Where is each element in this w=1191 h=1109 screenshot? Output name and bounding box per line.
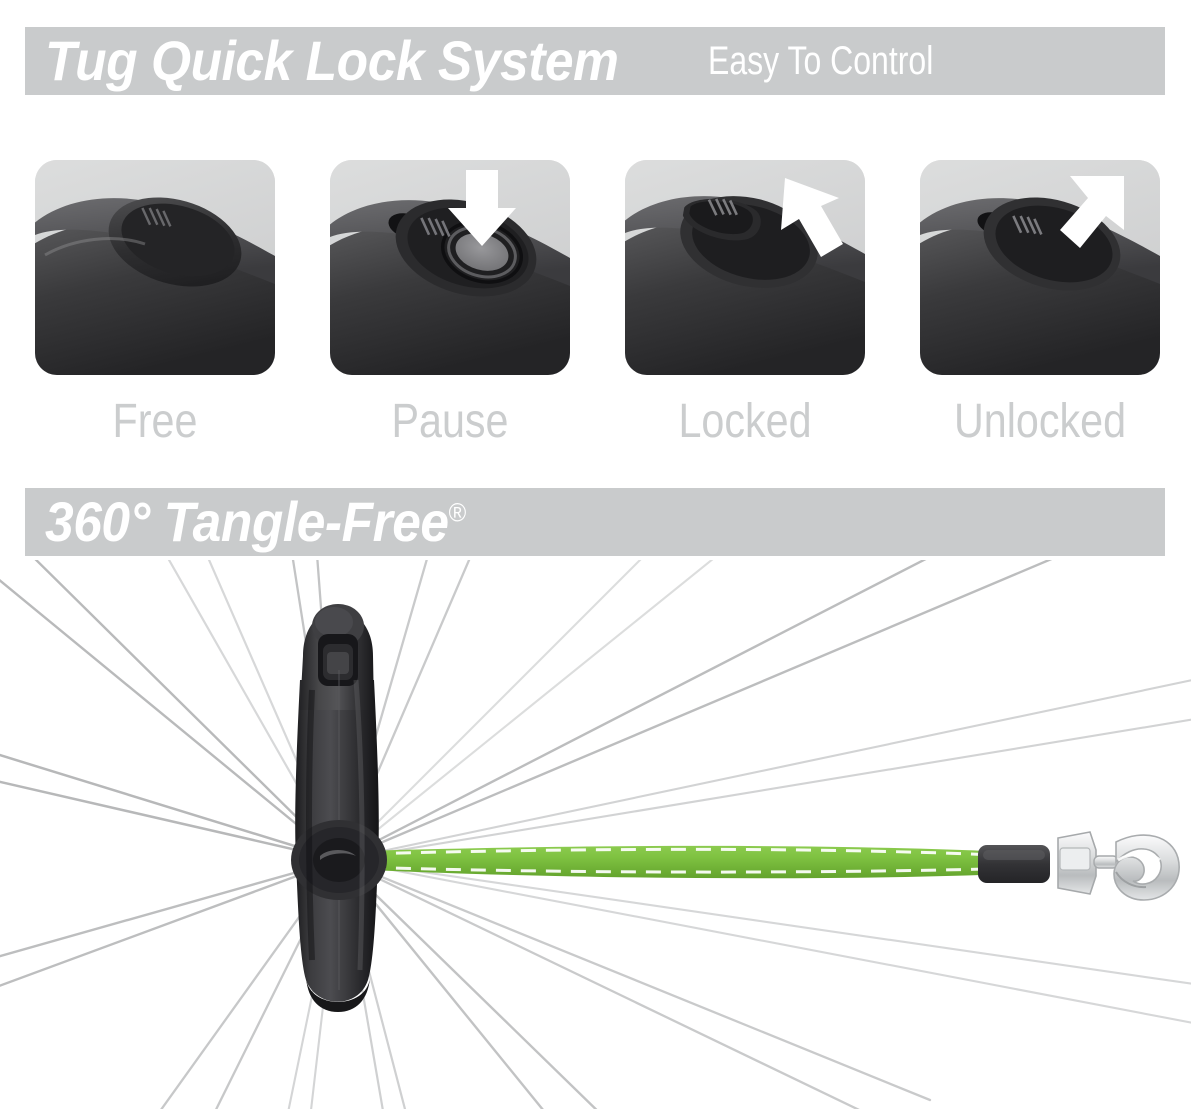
lock-step-label-locked: Locked <box>678 395 812 448</box>
lock-step-locked[interactable] <box>625 160 865 375</box>
lock-step-label-pause: Pause <box>391 395 509 448</box>
lock-step-label-unlocked: Unlocked <box>953 395 1127 448</box>
lock-step-gallery <box>35 160 1160 375</box>
lock-step-unlocked[interactable] <box>920 160 1160 375</box>
thumb-free <box>35 160 275 375</box>
tangle-free-title: 360° Tangle-Free® <box>45 490 467 553</box>
lock-step-label-row: Free Pause Locked Unlocked <box>35 392 1160 452</box>
thumb-pause <box>330 160 570 375</box>
lock-step-label-free: Free <box>112 395 198 448</box>
thumb-unlocked <box>920 160 1160 375</box>
arrow-up-left-icon <box>781 178 843 257</box>
registered-trademark-icon: ® <box>448 497 467 528</box>
leash-handle <box>291 604 387 1012</box>
leash-stopper <box>978 845 1050 883</box>
arrow-down-icon <box>448 170 516 246</box>
thumb-locked <box>625 160 865 375</box>
snap-hook-icon <box>1057 831 1180 901</box>
radial-ray-burst <box>0 560 1191 1109</box>
lock-system-subtitle: Easy To Control <box>708 39 934 83</box>
tangle-free-illustration <box>0 560 1191 1109</box>
lock-step-free[interactable] <box>35 160 275 375</box>
lock-step-pause[interactable] <box>330 160 570 375</box>
lock-system-title: Tug Quick Lock System <box>45 29 619 92</box>
arrow-down-right-icon <box>1060 176 1124 248</box>
leash-tape <box>330 845 1010 879</box>
lock-system-banner: Tug Quick Lock System Easy To Control <box>25 27 1165 95</box>
tangle-free-banner: 360° Tangle-Free® <box>25 488 1165 556</box>
